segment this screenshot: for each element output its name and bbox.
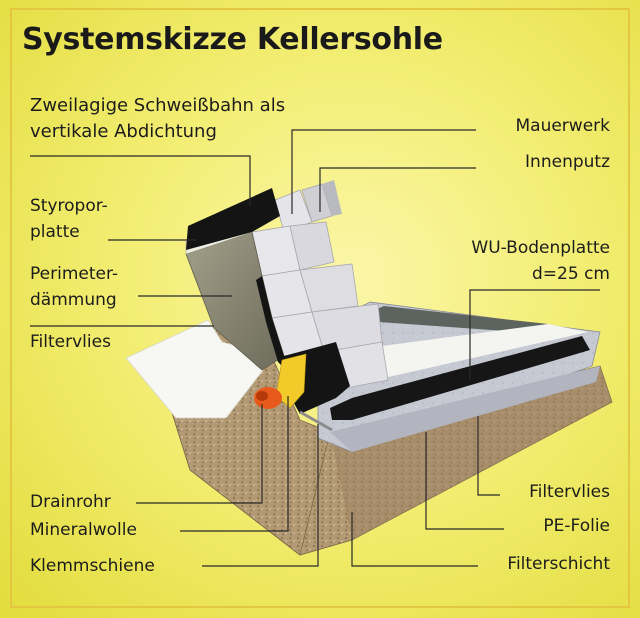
floor-slab-front — [330, 366, 600, 452]
label-wu-1: WU-Bodenplatte — [471, 238, 610, 258]
drain-pipe — [254, 387, 282, 409]
label-drainrohr: Drainrohr — [30, 492, 111, 512]
diagram-frame — [10, 8, 630, 608]
label-styropor-2: platte — [30, 222, 80, 242]
label-filtervlies-right: Filtervlies — [529, 482, 610, 502]
label-schweissbahn-2: vertikale Abdichtung — [30, 121, 217, 142]
vertical-waterproofing-low — [256, 276, 300, 380]
label-klemmschiene: Klemmschiene — [30, 556, 155, 576]
leader-filterschicht — [351, 512, 478, 567]
vertical-waterproofing — [186, 188, 280, 250]
label-innenputz: Innenputz — [525, 152, 610, 172]
page-title: Systemskizze Kellersohle — [22, 22, 443, 57]
leader-innenputz — [319, 167, 476, 212]
pe-foil — [330, 336, 590, 420]
label-mauerwerk: Mauerwerk — [515, 116, 610, 136]
leader-schweissbahn — [30, 155, 251, 206]
leader-mauerwerk — [291, 129, 476, 214]
label-filterschicht: Filterschicht — [507, 554, 610, 574]
filter-layer — [330, 366, 612, 540]
clamping-rail — [299, 410, 333, 432]
leader-filtervlies-right — [477, 416, 500, 496]
inner-plaster — [322, 180, 342, 216]
label-filtervlies-left: Filtervlies — [30, 332, 111, 352]
label-perimeter-1: Perimeter- — [30, 264, 118, 284]
label-pe-folie: PE-Folie — [543, 516, 610, 536]
leader-mineralwolle — [180, 396, 289, 532]
leader-wu — [469, 289, 600, 380]
label-mineralwolle: Mineralwolle — [30, 520, 137, 540]
leader-klemmschiene — [202, 424, 319, 567]
label-wu-2: d=25 cm — [532, 264, 610, 284]
label-styropor-1: Styropor- — [30, 196, 108, 216]
label-schweissbahn-1: Zweilagige Schweißbahn als — [30, 95, 286, 116]
leader-pe-folie — [425, 432, 504, 530]
floor-surface — [352, 306, 548, 332]
leader-lines — [30, 129, 600, 567]
leader-drainrohr — [136, 404, 263, 504]
label-perimeter-2: dämmung — [30, 290, 117, 310]
